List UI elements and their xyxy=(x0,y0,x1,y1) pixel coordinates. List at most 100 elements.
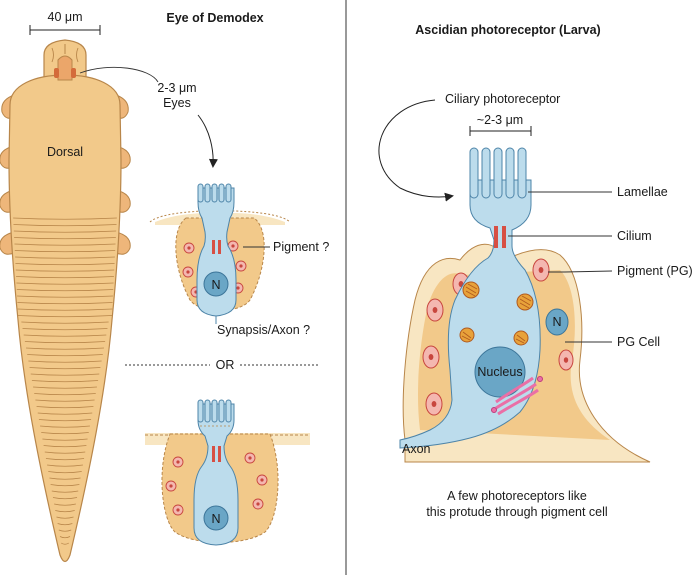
body-stripe xyxy=(55,510,75,513)
label-pigment-pg: Pigment (PG) xyxy=(617,264,693,278)
eye-size-label: 2-3 μm xyxy=(157,81,196,95)
body-stripe xyxy=(13,224,117,227)
mitochondria xyxy=(459,281,534,346)
body-stripe xyxy=(18,315,112,318)
scale-bar xyxy=(29,25,101,35)
body-stripe xyxy=(14,250,116,253)
body-stripe xyxy=(30,373,100,376)
pg-nucleus-label: N xyxy=(552,315,561,329)
body-stripe xyxy=(37,412,93,415)
body-stripe xyxy=(17,308,113,311)
body-stripe xyxy=(13,230,117,233)
demodex-eye-model-1 xyxy=(149,183,291,324)
body-stripe xyxy=(33,386,97,389)
body-stripes xyxy=(13,217,117,545)
body-stripe xyxy=(35,399,95,402)
ciliary-photoreceptor-label: Ciliary photoreceptor xyxy=(445,92,560,106)
nucleus-label-right: Nucleus xyxy=(477,365,522,379)
body-stripe xyxy=(15,263,115,266)
ciliary-arrow xyxy=(378,99,454,202)
body-stripe xyxy=(47,464,83,467)
right-panel: Ascidian photoreceptor (Larva) Ciliary p… xyxy=(378,23,693,519)
skin-surface-1 xyxy=(149,210,291,223)
body-stripe xyxy=(14,237,116,240)
pigment-label: Pigment ? xyxy=(273,240,329,254)
body-stripe xyxy=(48,471,82,474)
pigment-granules-right xyxy=(422,258,574,416)
body-stripe xyxy=(17,295,113,298)
body-stripe xyxy=(22,328,108,331)
body-stripe xyxy=(16,289,114,292)
left-panel-title: Eye of Demodex xyxy=(166,11,263,25)
scale-bar-label: 40 μm xyxy=(48,10,83,24)
caption-line-2: this protude through pigment cell xyxy=(426,505,607,519)
lamellae-1 xyxy=(197,183,232,203)
lamellae-2 xyxy=(197,399,232,423)
caption-line-1: A few photoreceptors like xyxy=(447,489,587,503)
or-label: OR xyxy=(216,358,235,372)
body-stripe xyxy=(58,529,72,532)
body-stripe xyxy=(50,484,80,487)
label-cilium: Cilium xyxy=(617,229,652,243)
label-pg-cell: PG Cell xyxy=(617,335,660,349)
body-stripe xyxy=(23,334,107,337)
pigment-pg-leader xyxy=(548,270,613,273)
eye-spot-right xyxy=(71,68,76,78)
cilium-rod-2b xyxy=(218,446,221,462)
cilium-rod-1b xyxy=(218,240,221,254)
cilium-rod-1a xyxy=(212,240,215,254)
body-stripe xyxy=(16,276,114,279)
body-stripe xyxy=(40,425,90,428)
body-stripe xyxy=(17,302,113,305)
nucleus-2 xyxy=(203,505,229,531)
body-stripe xyxy=(54,503,76,506)
photoreceptor-cell-2 xyxy=(193,403,239,546)
body-stripe xyxy=(38,419,92,422)
body-stripe xyxy=(44,451,86,454)
body-stripe xyxy=(14,243,116,246)
eye-spot-left xyxy=(54,68,59,78)
demodex-eye-model-2 xyxy=(145,399,310,546)
eyes-arrow xyxy=(197,114,218,168)
size-label: ~2-3 μm xyxy=(477,113,523,127)
nucleus-label-1: N xyxy=(211,278,220,292)
body-stripe xyxy=(27,354,103,357)
body-stripe xyxy=(29,367,101,370)
body-stripe xyxy=(24,341,106,344)
synapse-label: Synapsis/Axon ? xyxy=(217,323,310,337)
body-stripe xyxy=(60,542,70,545)
body-stripe xyxy=(36,406,94,409)
cilium-rod-right-b xyxy=(502,226,506,248)
mouthpart xyxy=(57,55,73,81)
body-stripe xyxy=(45,458,85,461)
body-stripe xyxy=(28,360,102,363)
label-lamellae: Lamellae xyxy=(617,185,668,199)
left-panel: 40 μm Eye of Demodex xyxy=(0,10,329,563)
photoreceptor-cell-1 xyxy=(196,187,237,317)
nucleus-label-2: N xyxy=(211,512,220,526)
body-stripe xyxy=(15,256,115,259)
eyes-leader-line xyxy=(79,66,159,83)
pigment-granules-2 xyxy=(165,452,268,516)
body-stripe xyxy=(34,393,96,396)
body-stripe xyxy=(15,269,115,272)
body-stripe xyxy=(51,490,79,493)
body-stripe xyxy=(42,438,88,441)
body-stripe xyxy=(43,445,87,448)
body-stripe xyxy=(31,380,99,383)
golgi-apparatus xyxy=(491,376,543,416)
cilium-rod-2a xyxy=(212,446,215,462)
body-stripe xyxy=(13,217,117,220)
body-stripe xyxy=(52,497,78,500)
body-stripe xyxy=(56,516,74,519)
body-label-dorsal: Dorsal xyxy=(47,145,83,159)
body-stripe xyxy=(16,282,114,285)
cilium-rod-right-a xyxy=(494,226,498,248)
body-stripe xyxy=(57,523,73,526)
lamellae-right xyxy=(469,147,527,199)
body-stripe xyxy=(26,347,104,350)
axon-label: Axon xyxy=(402,442,431,456)
mite-trunk xyxy=(8,74,122,563)
body-stripe xyxy=(41,432,89,435)
